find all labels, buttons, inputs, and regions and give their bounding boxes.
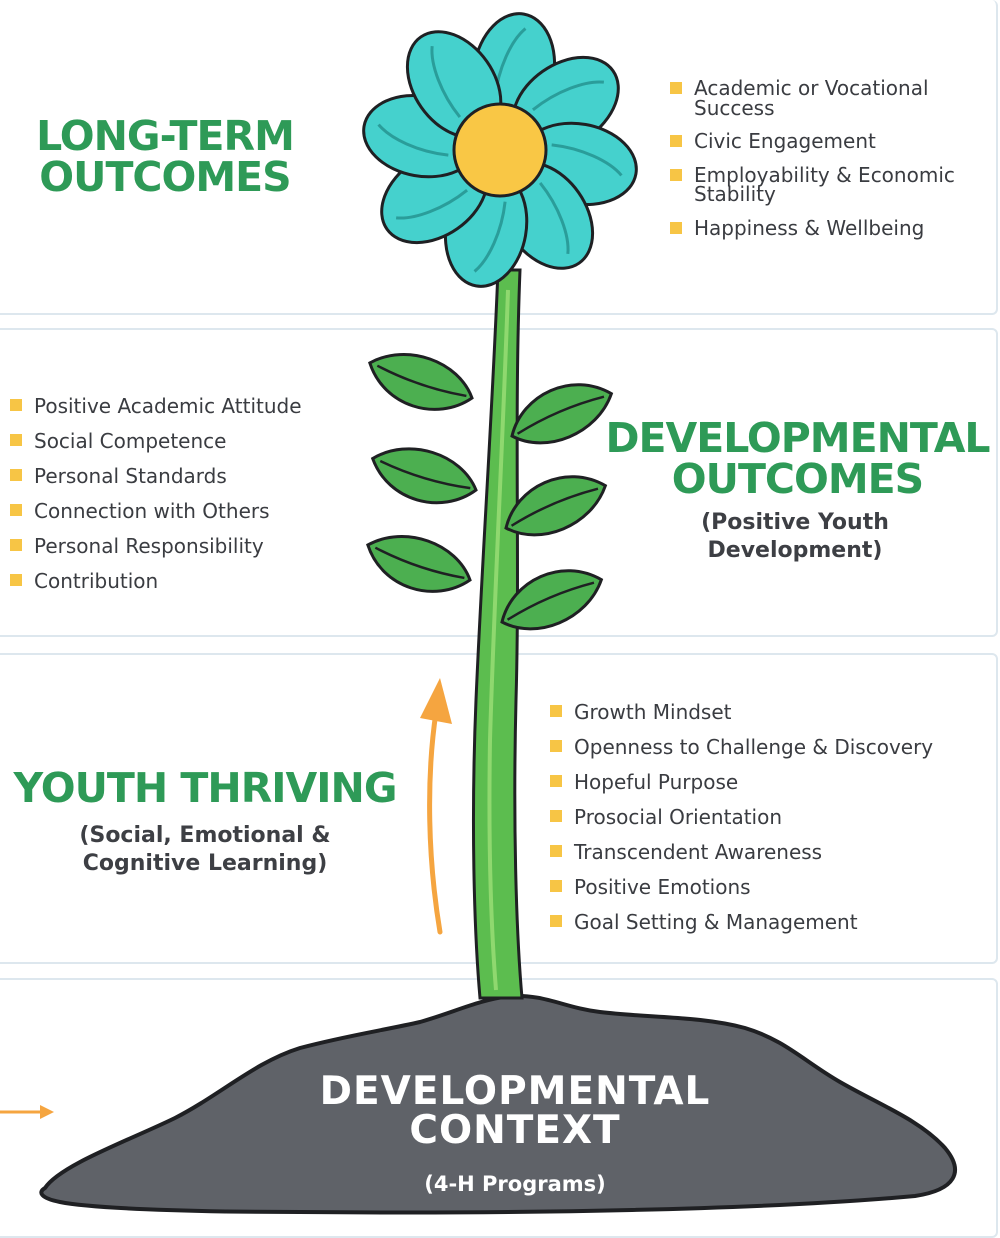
list-item-text: Prosocial Orientation (574, 805, 783, 829)
bullet-square-icon (550, 810, 562, 822)
list-item-text: Goal Setting & Management (574, 910, 858, 934)
list-item-text: Academic or Vocational Success (694, 76, 929, 120)
flower-petal-vein (531, 80, 605, 112)
stem (471, 268, 524, 1000)
flower-petal-vein (538, 181, 570, 255)
flower-petal-vein (551, 143, 623, 177)
list-item-text: Civic Engagement (694, 129, 876, 154)
developmental-title-line-2: OUTCOMES (671, 455, 924, 503)
growth-arrow-shaft (427, 709, 443, 935)
soil-mound (39, 993, 957, 1215)
long-term-title-line-2: OUTCOMES (39, 153, 291, 201)
bullet-square-icon (10, 469, 22, 481)
list-item: Goal Setting & Management (550, 912, 980, 932)
list-item: Transcendent Awareness (550, 842, 980, 862)
growth-arrow-head (420, 678, 452, 724)
list-item-text: Hopeful Purpose (574, 770, 739, 794)
leaf-right-1 (510, 383, 614, 445)
developmental-context-subtitle: (4-H Programs) (424, 1172, 606, 1196)
flower-petal-vein (473, 201, 507, 273)
list-item-text: Employability & Economic Stability (694, 162, 955, 207)
leaf-right-2 (504, 475, 608, 537)
youth-thriving-title: YOUTH THRIVING (5, 768, 405, 809)
list-item-text: Positive Emotions (574, 875, 751, 899)
bullet-square-icon (670, 168, 682, 181)
youth-thriving-list: Growth Mindset Openness to Challenge & D… (550, 702, 980, 947)
list-item-text: Openness to Challenge & Discovery (574, 735, 934, 759)
context-title-line-2: CONTEXT (409, 1108, 621, 1153)
bullet-square-icon (670, 135, 682, 148)
developmental-outcomes-title: DEVELOPMENTAL OUTCOMES (600, 418, 995, 500)
leaf-left-3 (366, 535, 472, 593)
list-item-text: Growth Mindset (574, 700, 732, 724)
developmental-outcomes-subtitle: (Positive Youth Development) (640, 509, 950, 565)
long-term-outcomes-title: LONG-TERM OUTCOMES (25, 116, 305, 198)
leaf-right-3 (500, 569, 604, 631)
bullet-square-icon (10, 574, 22, 586)
side-arrow-head (40, 1105, 54, 1119)
list-item: Personal Standards (10, 466, 350, 486)
list-item: Happiness & Wellbeing (670, 215, 995, 240)
bullet-square-icon (10, 539, 22, 551)
flower-petal-vein (377, 123, 449, 157)
youth-thriving-subtitle: (Social, Emotional & Cognitive Learning) (35, 822, 375, 878)
list-item: Openness to Challenge & Discovery (550, 737, 980, 757)
list-item: Connection with Others (10, 501, 350, 521)
list-item: Growth Mindset (550, 702, 980, 722)
flower-center (452, 102, 548, 198)
list-item: Positive Emotions (550, 877, 980, 897)
developmental-subtitle-line-2: Development) (707, 538, 883, 564)
bullet-square-icon (550, 705, 562, 717)
long-term-title-line-1: LONG-TERM (36, 112, 295, 160)
youth-thriving-title-line: YOUTH THRIVING (13, 764, 398, 812)
stem-highlight (487, 289, 510, 991)
list-item: Academic or Vocational Success (670, 76, 995, 120)
list-item-text: Personal Responsibility (34, 534, 264, 558)
bullet-square-icon (10, 434, 22, 446)
developmental-title-line-1: DEVELOPMENTAL (605, 414, 990, 462)
bullet-square-icon (670, 82, 682, 94)
leaf-left-2 (370, 447, 478, 505)
long-term-outcomes-list: Academic or Vocational Success Civic Eng… (670, 76, 995, 253)
bullet-square-icon (10, 504, 22, 516)
bullet-square-icon (10, 399, 22, 411)
bullet-square-icon (550, 775, 562, 787)
list-item-text: Social Competence (34, 429, 227, 453)
bullet-square-icon (550, 740, 562, 752)
bullet-square-icon (670, 221, 682, 234)
list-item-text: Happiness & Wellbeing (694, 215, 925, 240)
flower-petal-vein (395, 188, 469, 220)
developmental-context-title: DEVELOPMENTAL CONTEXT (250, 1072, 780, 1150)
bullet-square-icon (550, 845, 562, 857)
list-item: Contribution (10, 571, 350, 591)
developmental-outcomes-list: Positive Academic Attitude Social Compet… (10, 396, 350, 606)
list-item: Hopeful Purpose (550, 772, 980, 792)
list-item: Prosocial Orientation (550, 807, 980, 827)
bullet-square-icon (550, 915, 562, 927)
list-item: Positive Academic Attitude (10, 396, 350, 416)
youth-thriving-subtitle-line-2: Cognitive Learning) (82, 851, 328, 877)
flower-petal-vein (430, 45, 462, 119)
list-item-text: Contribution (34, 569, 159, 593)
context-title-line-1: DEVELOPMENTAL (319, 1069, 711, 1114)
list-item: Personal Responsibility (10, 536, 350, 556)
bullet-square-icon (550, 880, 562, 892)
list-item: Social Competence (10, 431, 350, 451)
leaf-left-1 (368, 353, 474, 411)
developmental-subtitle-line-1: (Positive Youth (701, 510, 889, 535)
list-item-text: Personal Standards (34, 464, 227, 488)
list-item: Employability & Economic Stability (670, 162, 995, 207)
youth-thriving-subtitle-line-1: (Social, Emotional & (79, 823, 331, 848)
list-item-text: Connection with Others (34, 499, 270, 523)
list-item-text: Transcendent Awareness (574, 840, 823, 864)
flower (362, 12, 638, 288)
list-item-text: Positive Academic Attitude (34, 394, 302, 418)
list-item: Civic Engagement (670, 129, 995, 154)
